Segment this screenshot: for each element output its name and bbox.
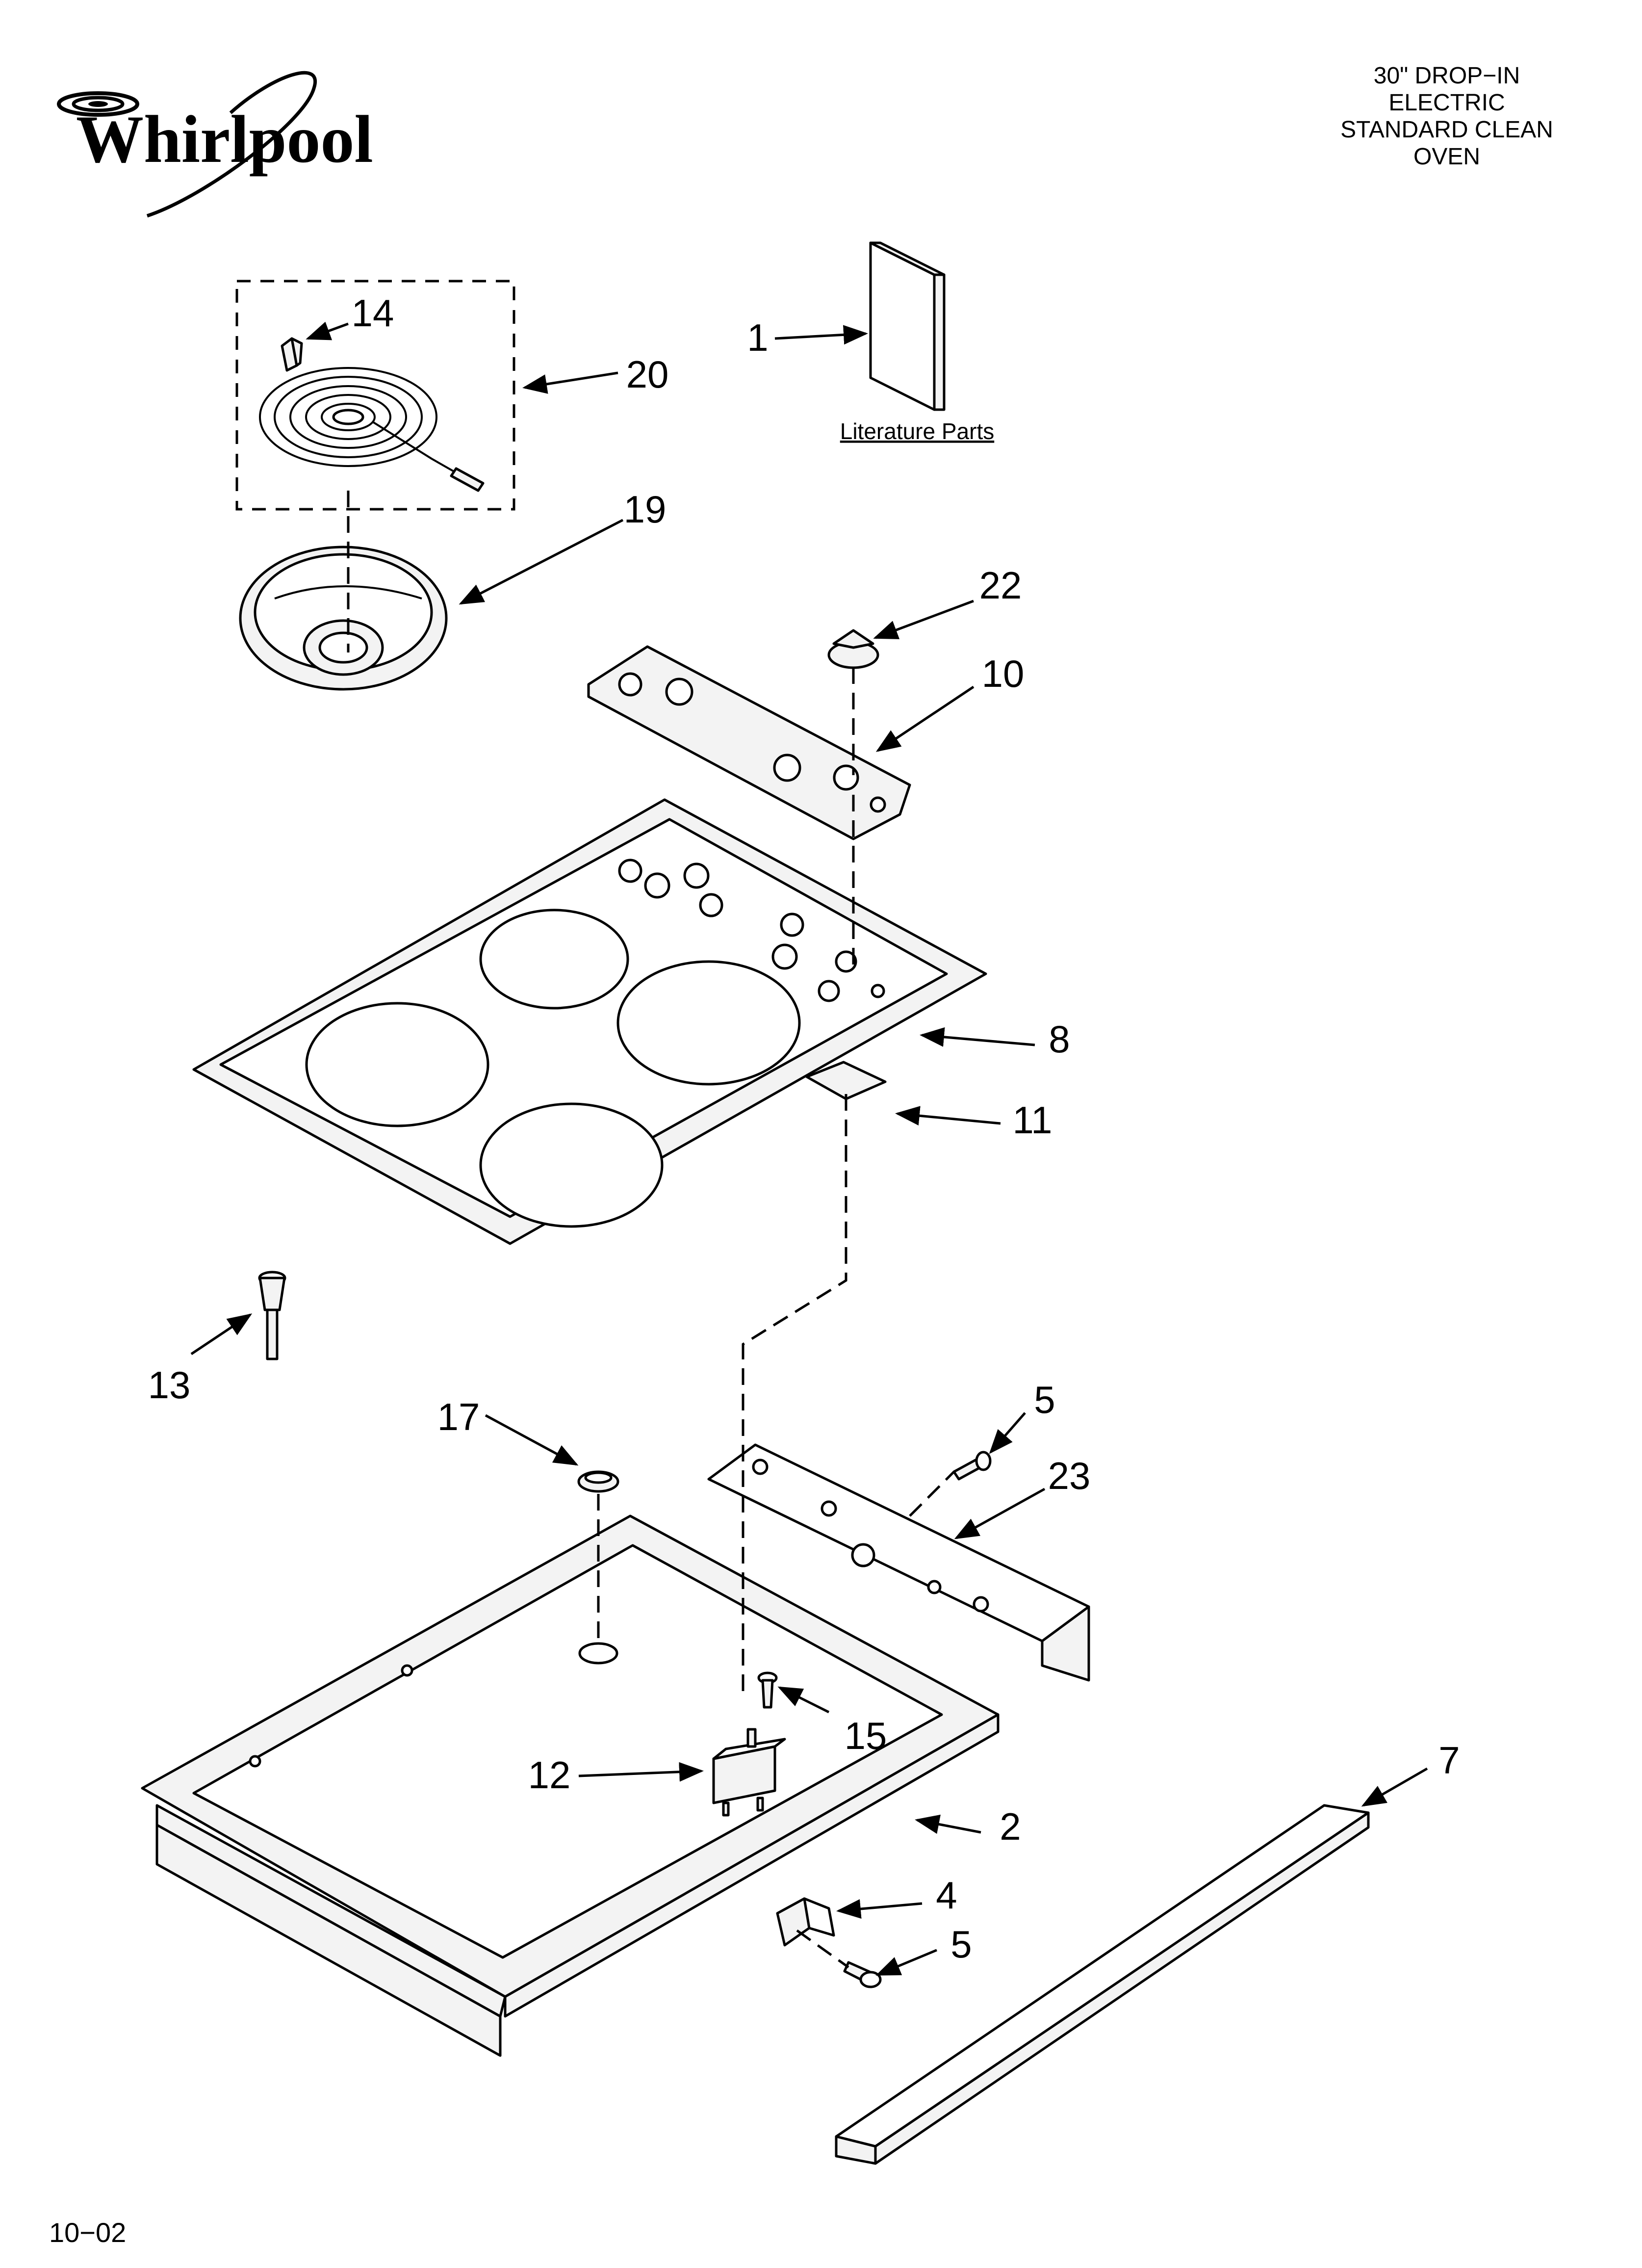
control-knob: [827, 629, 879, 669]
infinite-switch: [712, 1728, 786, 1817]
footer-code: 10−02: [49, 2217, 126, 2248]
element-assembly-box: [235, 280, 515, 511]
screw-lower: [843, 1961, 882, 1988]
front-trim: [835, 1804, 1370, 2165]
indicator-light: [258, 1271, 286, 1360]
callout-17: 17: [437, 1395, 480, 1438]
header-line-2: ELECTRIC: [1388, 90, 1505, 116]
callout-2: 2: [1000, 1805, 1021, 1848]
callout-12: 12: [528, 1753, 571, 1797]
callout-13: 13: [148, 1363, 191, 1407]
callout-10: 10: [982, 652, 1025, 695]
callout-labels: 1 2 4 5 5 7 8 10 11 12 13 14 15 17 19 20…: [148, 291, 1460, 1966]
callout-7: 7: [1438, 1739, 1460, 1782]
literature-booklet: [869, 241, 946, 411]
swirl-mark: [57, 91, 139, 117]
spacer-plate: [805, 1061, 887, 1100]
callout-15: 15: [845, 1714, 887, 1757]
control-panel: [587, 645, 911, 840]
callout-5-upper: 5: [1034, 1378, 1055, 1421]
screw-upper: [952, 1451, 992, 1481]
mounting-bracket: [776, 1897, 835, 1947]
callout-4: 4: [936, 1874, 957, 1917]
control-bracket: [707, 1443, 1090, 1682]
header-line-4: OVEN: [1413, 144, 1480, 170]
header-line-1: 30" DROP−IN: [1374, 63, 1520, 89]
callout-14: 14: [352, 291, 394, 335]
callout-23: 23: [1048, 1454, 1091, 1497]
callout-5-lower: 5: [950, 1923, 972, 1966]
whirlpool-logo: Whirlpool: [57, 71, 373, 218]
leader-lines: [190, 321, 1428, 1976]
model-header: 30" DROP−IN ELECTRIC STANDARD CLEAN OVEN: [1340, 63, 1553, 170]
burner-box: [141, 1514, 1000, 2057]
callout-19: 19: [624, 488, 667, 531]
grommet: [577, 1470, 619, 1493]
switch-screw: [757, 1671, 778, 1709]
callout-8: 8: [1049, 1017, 1070, 1061]
header-line-3: STANDARD CLEAN: [1340, 117, 1553, 143]
callout-11: 11: [1013, 1098, 1052, 1142]
element-clip: [281, 337, 303, 372]
drip-bowl: [239, 546, 448, 691]
alignment-lines: [347, 491, 955, 1969]
callout-20: 20: [626, 353, 669, 396]
logo-orbit: [146, 71, 317, 218]
callout-22: 22: [979, 564, 1022, 607]
callout-1: 1: [747, 316, 768, 359]
cooktop-surface: [192, 798, 987, 1245]
brand-wordmark: Whirlpool: [76, 102, 373, 177]
surface-element: [259, 367, 485, 492]
literature-parts-label: Literature Parts: [840, 418, 994, 444]
